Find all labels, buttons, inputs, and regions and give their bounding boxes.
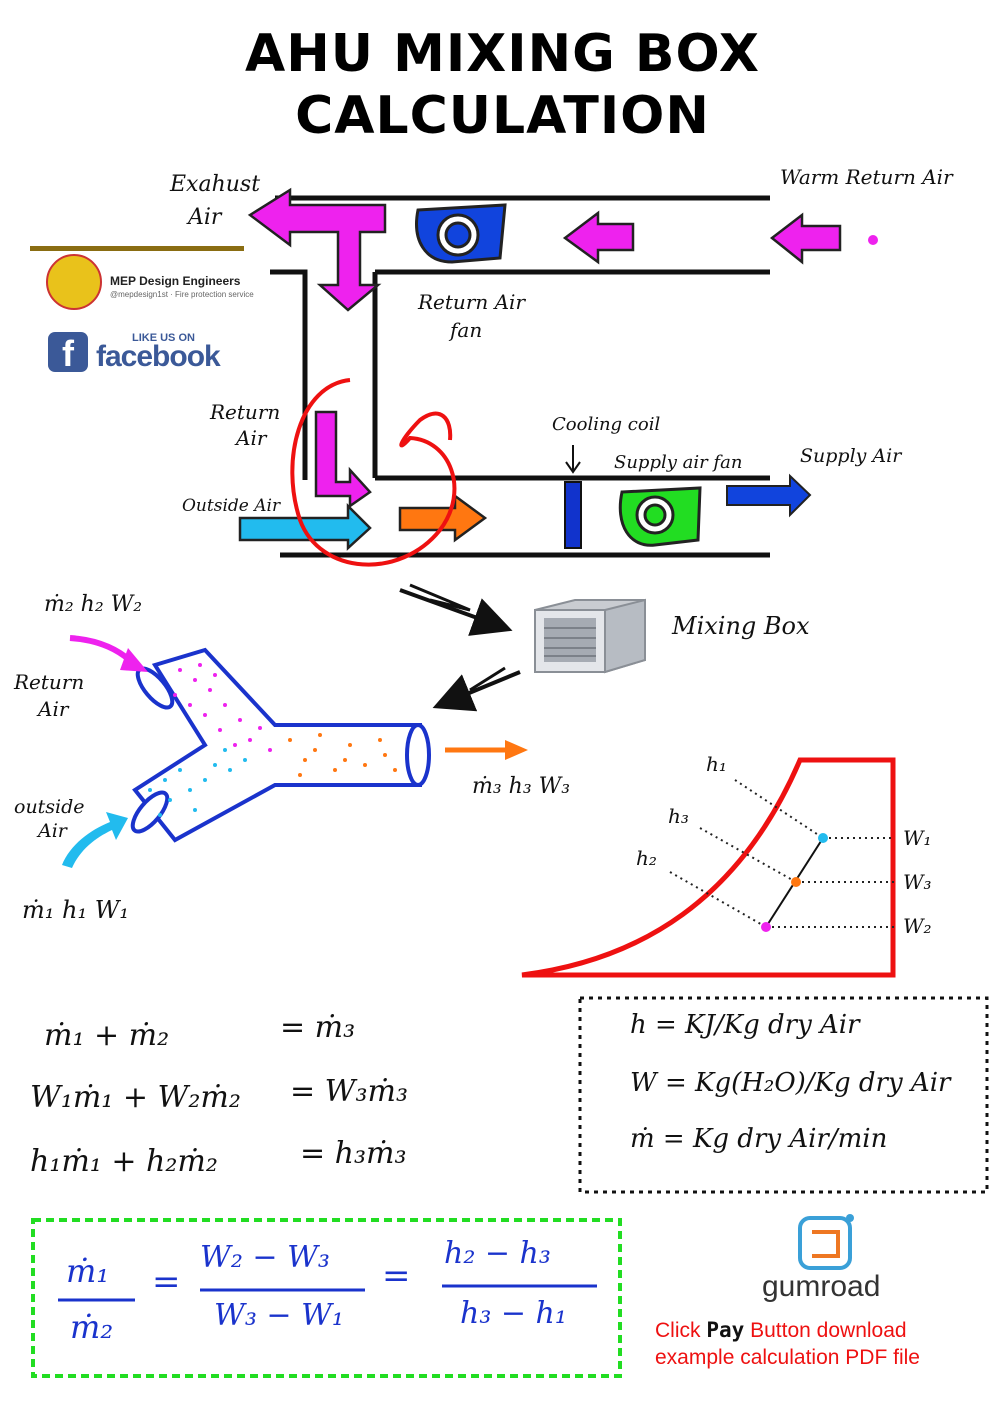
ratio-den-w: W₃ − W₁ <box>214 1298 344 1333</box>
cooling-coil-label: Cooling coil <box>552 414 661 435</box>
supply-air-label: Supply Air <box>800 445 902 467</box>
mixing-box-image <box>534 598 646 674</box>
fraction-bars <box>58 1284 597 1302</box>
moisture-balance-rhs: = W₃ṁ₃ <box>290 1074 409 1109</box>
warm-return-air-label: Warm Return Air <box>780 165 953 189</box>
unit-humidity-ratio: W = Kg(H₂O)/Kg dry Air <box>630 1068 951 1098</box>
psych-w1-label: W₁ <box>903 826 932 850</box>
inlet1-properties: ṁ₁ h₁ W₁ <box>22 896 130 924</box>
outside-air-label: Outside Air <box>182 496 281 516</box>
brand-page-name: MEP Design Engineers <box>110 274 241 288</box>
ratio-equals-1: = <box>152 1262 181 1302</box>
moisture-balance-lhs: W₁ṁ₁ + W₂ṁ₂ <box>30 1080 241 1115</box>
outside-air-y-label-2: Air <box>38 820 67 842</box>
inlet2-properties: ṁ₂ h₂ W₂ <box>44 592 143 617</box>
ratio-num-m1: ṁ₁ <box>66 1252 110 1290</box>
mixing-box-label: Mixing Box <box>672 612 810 640</box>
outside-inlet-arrow <box>62 812 128 868</box>
psych-h1-label: h₁ <box>706 752 727 776</box>
ratio-den-m2: ṁ₂ <box>70 1308 114 1346</box>
mixing-highlight-circle <box>290 378 457 567</box>
energy-balance-lhs: h₁ṁ₁ + h₂ṁ₂ <box>30 1144 218 1179</box>
supply-air-arrow <box>726 473 812 518</box>
pointer-arrows <box>399 583 521 712</box>
mixed-air-arrow <box>398 493 488 543</box>
unit-enthalpy: h = KJ/Kg dry Air <box>630 1010 860 1040</box>
ratio-num-w: W₂ − W₃ <box>200 1240 330 1275</box>
cta-text-a: Click <box>655 1319 707 1342</box>
exhaust-air-label-1: Exahust <box>170 172 261 197</box>
ratio-box <box>31 1218 622 1378</box>
psych-w2-label: W₂ <box>903 914 932 938</box>
return-air-fan-label-1: Return Air <box>418 290 526 314</box>
outside-air-y-label-1: outside <box>14 796 85 818</box>
energy-balance-rhs: = h₃ṁ₃ <box>300 1136 407 1171</box>
particles-mixed <box>288 733 397 777</box>
gumroad-logo <box>798 1214 854 1270</box>
page-title-line1: AHU MIXING BOX <box>244 24 760 84</box>
cooling-coil <box>564 445 582 549</box>
exhaust-arrow <box>247 187 387 312</box>
facebook-icon[interactable]: f <box>48 332 88 374</box>
return-air-arrow <box>314 410 372 509</box>
mass-balance-lhs: ṁ₁ + ṁ₂ <box>44 1018 170 1053</box>
return-inlet-arrowhead <box>120 648 148 672</box>
brand-divider <box>30 246 244 251</box>
mass-balance-rhs: = ṁ₃ <box>280 1010 356 1045</box>
page-title-line2: CALCULATION <box>295 86 710 146</box>
cta-text-b: Button download <box>744 1319 907 1342</box>
warm-return-arrows <box>562 210 878 265</box>
supply-air-fan-label: Supply air fan <box>614 452 743 473</box>
return-air-y-label-2: Air <box>38 697 69 721</box>
cta-pay: Pay <box>706 1318 745 1342</box>
brand-page-handle: @mepdesign1st · Fire protection service <box>110 290 254 299</box>
facebook-like-us: LIKE US ON <box>132 332 195 344</box>
gumroad-cta-line2[interactable]: example calculation PDF file <box>655 1346 920 1369</box>
return-air-y-label-1: Return <box>14 670 85 694</box>
ratio-num-h: h₂ − h₃ <box>444 1236 551 1271</box>
mixed-outlet-arrow <box>445 740 528 760</box>
outlet3-properties: ṁ₃ h₃ W₃ <box>472 774 571 799</box>
units-box <box>578 996 989 1194</box>
psych-w3-label: W₃ <box>903 870 932 894</box>
return-air-fan <box>415 203 507 264</box>
mixing-y-pipe <box>130 647 431 843</box>
supply-air-fan <box>618 486 702 547</box>
ratio-equals-2: = <box>382 1256 411 1296</box>
return-air-label-2: Air <box>236 426 267 450</box>
brand-avatar <box>46 254 102 310</box>
facebook-wordmark[interactable]: facebook <box>96 340 221 373</box>
ahu-ductwork <box>270 195 770 558</box>
particles-return <box>173 663 272 752</box>
return-air-label-1: Return <box>210 400 281 424</box>
gumroad-cta-line1[interactable]: Click Pay Button download <box>655 1318 907 1343</box>
psych-h3-label: h₃ <box>668 804 689 828</box>
unit-mass-flow: ṁ = Kg dry Air/min <box>630 1124 888 1154</box>
gumroad-wordmark[interactable]: gumroad <box>762 1270 881 1303</box>
ratio-den-h: h₃ − h₁ <box>460 1296 567 1331</box>
psychrometric-chart <box>521 757 896 978</box>
psych-h2-label: h₂ <box>636 846 657 870</box>
particles-outside <box>148 748 247 817</box>
return-air-fan-label-2: fan <box>450 318 483 342</box>
exhaust-air-label-2: Air <box>188 205 222 230</box>
